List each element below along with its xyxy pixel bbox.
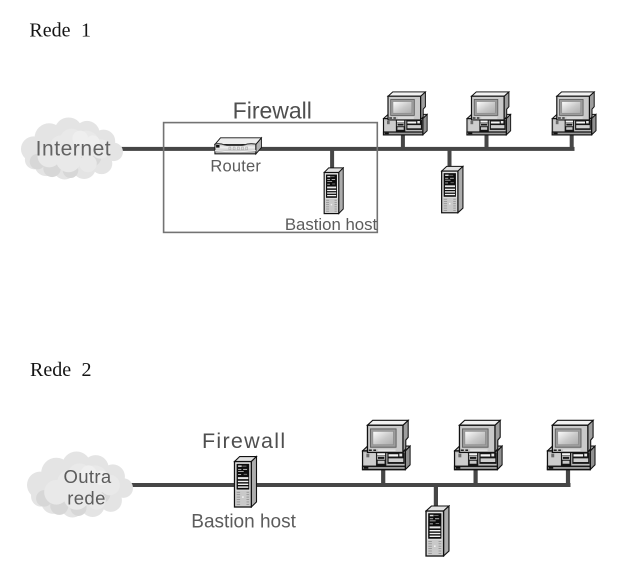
- svg-text:Firewall: Firewall: [202, 429, 286, 453]
- svg-text:2: 2: [82, 359, 92, 381]
- svg-text:Outra: Outra: [63, 466, 111, 487]
- svg-text:Router: Router: [210, 157, 261, 175]
- svg-text:Bastion host: Bastion host: [285, 215, 378, 234]
- svg-text:Firewall: Firewall: [233, 97, 312, 123]
- svg-text:Rede: Rede: [30, 359, 71, 381]
- svg-text:Bastion host: Bastion host: [191, 511, 296, 532]
- svg-text:1: 1: [81, 19, 91, 41]
- svg-text:Rede: Rede: [29, 19, 70, 41]
- svg-text:Internet: Internet: [36, 137, 112, 160]
- svg-text:rede: rede: [67, 488, 105, 509]
